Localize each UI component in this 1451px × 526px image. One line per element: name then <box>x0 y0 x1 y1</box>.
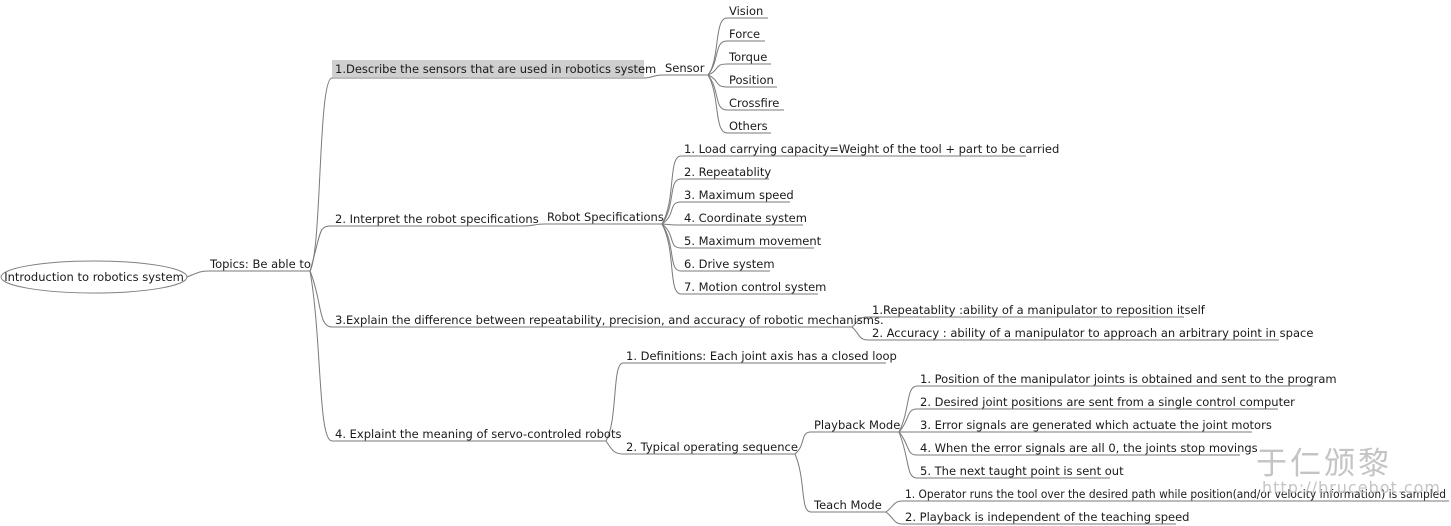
svg-text:Crossfire: Crossfire <box>729 96 779 110</box>
svg-text:3. Error signals are generated: 3. Error signals are generated which act… <box>920 418 1272 432</box>
playback-step[interactable]: 2. Desired joint positions are sent from… <box>917 395 1295 410</box>
svg-text:Torque: Torque <box>728 50 767 64</box>
svg-text:Vision: Vision <box>729 4 763 18</box>
svg-text:4. When the error signals are: 4. When the error signals are all 0, the… <box>920 441 1258 455</box>
sensor-label: Sensor <box>665 61 705 75</box>
teach-step[interactable]: 2. Playback is independent of the teachi… <box>902 510 1189 525</box>
sensor-item[interactable]: Position <box>727 73 777 88</box>
svg-text:6. Drive system: 6. Drive system <box>684 257 775 271</box>
svg-text:5. The next taught point is se: 5. The next taught point is sent out <box>920 464 1124 478</box>
branch-repeatability-accuracy[interactable]: 3.Explain the difference between repeata… <box>332 313 884 328</box>
watermark-logo: 于仁颁黎 <box>1256 446 1392 482</box>
spec-item[interactable]: 2. Repeatablity <box>681 165 771 180</box>
svg-text:2. Desired joint positions are: 2. Desired joint positions are sent from… <box>920 395 1295 409</box>
root-node[interactable]: Introduction to robotics system <box>0 260 188 294</box>
topics-node[interactable]: Topics: Be able to <box>208 257 311 272</box>
svg-text:Others: Others <box>729 119 768 133</box>
root-label: Introduction to robotics system <box>4 270 184 284</box>
playback-mode-label: Playback Mode <box>814 418 900 432</box>
svg-text:1. Position of the manipulator: 1. Position of the manipulator joints is… <box>920 372 1337 386</box>
teach-mode-node[interactable]: Teach Mode <box>811 498 886 513</box>
svg-text:Force: Force <box>729 27 760 41</box>
playback-step[interactable]: 4. When the error signals are all 0, the… <box>917 441 1258 456</box>
connector-lines <box>186 17 918 525</box>
operating-sequence-node[interactable]: 2. Typical operating sequence <box>623 440 798 455</box>
svg-text:3. Maximum speed: 3. Maximum speed <box>684 188 794 202</box>
branch-servo-controlled-label: 4. Explaint the meaning of servo-control… <box>335 427 621 441</box>
sensor-item[interactable]: Crossfire <box>727 96 784 111</box>
branch-sensors-label: 1.Describe the sensors that are used in … <box>335 62 656 76</box>
playback-step[interactable]: 5. The next taught point is sent out <box>917 464 1124 479</box>
specification-list: 1. Load carrying capacity=Weight of the … <box>681 142 1059 295</box>
repeatability-list: 1.Repeatablity :ability of a manipulator… <box>869 303 1313 341</box>
definitions-node[interactable]: 1. Definitions: Each joint axis has a cl… <box>623 349 897 364</box>
definitions-label: 1. Definitions: Each joint axis has a cl… <box>626 349 897 363</box>
svg-text:2. Accuracy : ability of a man: 2. Accuracy : ability of a manipulator t… <box>872 326 1313 340</box>
svg-text:1.Repeatablity :ability of a m: 1.Repeatablity :ability of a manipulator… <box>872 303 1206 317</box>
svg-text:5. Maximum movement: 5. Maximum movement <box>684 234 822 248</box>
sensor-list: Vision Force Torque Position Crossfire O… <box>727 4 784 134</box>
spec-item[interactable]: 5. Maximum movement <box>681 234 822 249</box>
teach-mode-label: Teach Mode <box>813 498 882 512</box>
watermark-url: http://brucebot.com <box>1262 478 1442 497</box>
sensor-item[interactable]: Others <box>727 119 771 134</box>
playback-step[interactable]: 1. Position of the manipulator joints is… <box>917 372 1337 387</box>
svg-text:1. Load carrying capacity=Weig: 1. Load carrying capacity=Weight of the … <box>684 142 1059 156</box>
robot-specifications-label: Robot Specifications <box>547 210 664 224</box>
svg-text:7. Motion control system: 7. Motion control system <box>684 280 826 294</box>
svg-text:4. Coordinate system: 4. Coordinate system <box>684 211 807 225</box>
playback-step[interactable]: 3. Error signals are generated which act… <box>917 418 1272 433</box>
spec-item[interactable]: 3. Maximum speed <box>681 188 794 203</box>
sensor-item[interactable]: Force <box>727 27 765 42</box>
branch-servo-controlled[interactable]: 4. Explaint the meaning of servo-control… <box>332 427 621 442</box>
branch-specifications[interactable]: 2. Interpret the robot specifications <box>332 212 539 227</box>
spec-item[interactable]: 7. Motion control system <box>681 280 826 295</box>
playback-mode-node[interactable]: Playback Mode <box>811 418 900 433</box>
svg-text:1. Operator runs the tool over: 1. Operator runs the tool over the desir… <box>905 487 1446 501</box>
robot-specifications-node[interactable]: Robot Specifications <box>544 210 664 225</box>
sensor-item[interactable]: Torque <box>727 50 771 65</box>
sensor-item[interactable]: Vision <box>727 4 768 19</box>
accuracy-item[interactable]: 2. Accuracy : ability of a manipulator t… <box>869 326 1313 341</box>
operating-sequence-label: 2. Typical operating sequence <box>626 440 798 454</box>
topics-label: Topics: Be able to <box>209 257 311 271</box>
teach-step-list: 1. Operator runs the tool over the desir… <box>902 487 1449 525</box>
spec-item[interactable]: 6. Drive system <box>681 257 775 272</box>
teach-step[interactable]: 1. Operator runs the tool over the desir… <box>902 487 1449 502</box>
svg-text:2. Repeatablity: 2. Repeatablity <box>684 165 771 179</box>
playback-step-list: 1. Position of the manipulator joints is… <box>917 372 1337 479</box>
branch-specifications-label: 2. Interpret the robot specifications <box>335 212 539 226</box>
spec-item[interactable]: 4. Coordinate system <box>681 211 807 226</box>
svg-text:2. Playback is independent of: 2. Playback is independent of the teachi… <box>905 510 1189 524</box>
svg-text:Position: Position <box>729 73 774 87</box>
sensor-node[interactable]: Sensor <box>662 61 708 76</box>
branch-repeatability-accuracy-label: 3.Explain the difference between repeata… <box>335 313 884 327</box>
repeatability-item[interactable]: 1.Repeatablity :ability of a manipulator… <box>869 303 1206 318</box>
spec-item[interactable]: 1. Load carrying capacity=Weight of the … <box>681 142 1059 157</box>
branch-sensors[interactable]: 1.Describe the sensors that are used in … <box>332 60 656 79</box>
